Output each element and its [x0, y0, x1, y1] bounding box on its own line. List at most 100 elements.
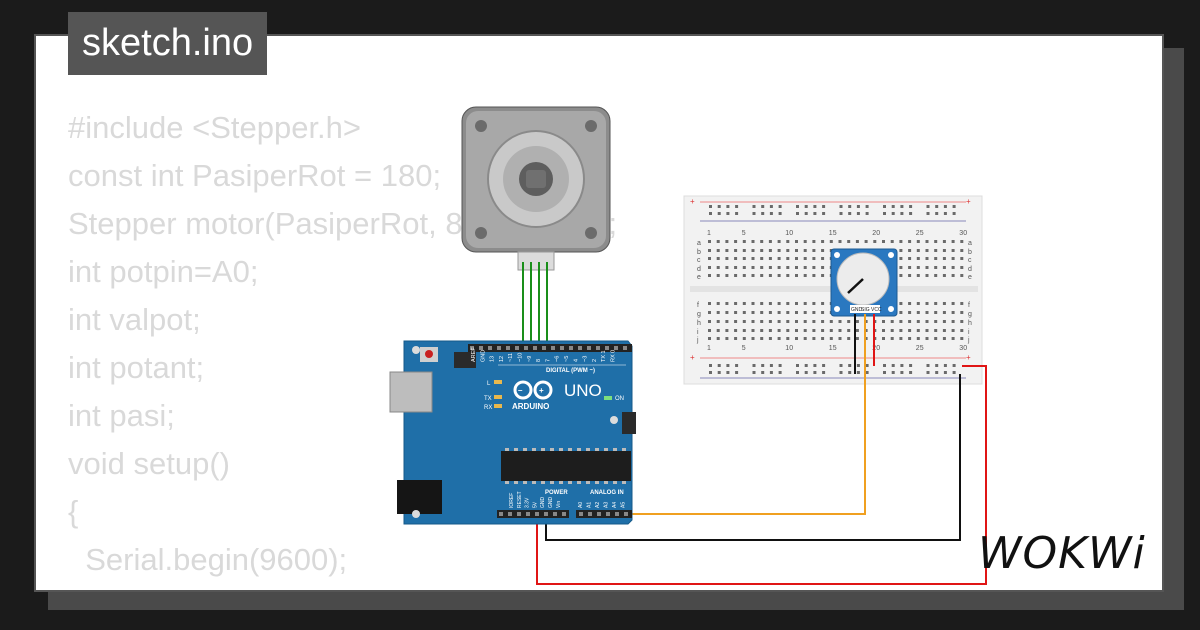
- analog-label: ANALOG IN: [590, 490, 624, 496]
- power-pin-label: 5V: [532, 501, 538, 508]
- breadboard-column-label: 15: [829, 230, 837, 237]
- breadboard-column-label: 1: [707, 230, 711, 237]
- breadboard-row-label: b: [697, 249, 701, 256]
- code-line: {: [68, 494, 79, 529]
- breadboard-row-label: i: [697, 329, 699, 336]
- breadboard-column-label: 30: [959, 230, 967, 237]
- led-l-label: L: [487, 381, 491, 387]
- analog-pin-label: A0: [578, 502, 584, 508]
- code-line: Serial.begin(9600);: [68, 542, 348, 577]
- stepper-motor[interactable]: [461, 106, 611, 271]
- pot-pin-label: GND: [851, 307, 863, 313]
- breadboard-column-label: 5: [742, 345, 746, 352]
- code-line: int valpot;: [68, 302, 201, 337]
- breadboard-row-label: h: [968, 320, 972, 327]
- arduino-model: UNO: [564, 381, 602, 400]
- breadboard-row-label: f: [968, 302, 970, 309]
- digital-pin-label: 2: [592, 359, 598, 362]
- breadboard-row-label: j: [967, 337, 970, 344]
- breadboard-row-label: g: [697, 311, 701, 318]
- wokwi-logo: WOKWi: [978, 528, 1146, 579]
- breadboard-column-label: 10: [785, 230, 793, 237]
- power-pin-label: GND: [548, 497, 554, 509]
- on-label: ON: [615, 396, 624, 402]
- digital-pin-label: RX 0: [611, 350, 617, 362]
- breadboard-row-label: g: [968, 311, 972, 318]
- breadboard-column-label: 25: [916, 345, 924, 352]
- led-rx-label: RX: [484, 405, 492, 411]
- breadboard-column-label: 20: [872, 345, 880, 352]
- breadboard-column-label: 1: [707, 345, 711, 352]
- breadboard-row-label: j: [696, 337, 699, 344]
- digital-pin-label: 8: [536, 359, 542, 362]
- breadboard-row-label: i: [968, 329, 970, 336]
- breadboard-row-label: h: [697, 320, 701, 327]
- breadboard-row-label: c: [968, 257, 972, 264]
- led-tx-label: TX: [484, 396, 492, 402]
- digital-header: DIGITAL (PWM ~): [546, 368, 595, 374]
- code-line: const int PasiperRot = 180;: [68, 158, 442, 193]
- power-pin-label: IOREF: [509, 493, 515, 508]
- power-pin-label: RESET: [517, 491, 523, 508]
- breadboard-row-label: d: [968, 266, 972, 273]
- breadboard-row-label: a: [697, 240, 701, 247]
- svg-text:+: +: [690, 197, 695, 206]
- digital-pin-label: ~3: [583, 356, 589, 362]
- breadboard-row-label: f: [697, 302, 699, 309]
- breadboard-row-label: e: [968, 274, 972, 281]
- breadboard-column-label: 5: [742, 230, 746, 237]
- digital-pin-label: 12: [499, 356, 505, 362]
- digital-pin-label: ~9: [527, 356, 533, 362]
- analog-pin-label: A1: [587, 502, 593, 508]
- digital-pin-label: 7: [545, 359, 551, 362]
- power-pin-label: Vin: [556, 501, 562, 508]
- analog-pin-label: A4: [612, 502, 618, 508]
- breadboard-column-label: 20: [872, 230, 880, 237]
- pot-pin-label: SIG: [861, 307, 870, 313]
- power-pin-label: 3.3V: [525, 497, 531, 508]
- power-label: POWER: [545, 490, 568, 496]
- digital-pin-label: 4: [573, 359, 579, 362]
- breadboard-row-label: b: [968, 249, 972, 256]
- power-pin-label: GND: [540, 497, 546, 509]
- arduino-logo-icon: [513, 380, 553, 400]
- digital-pin-label: TX 1: [601, 350, 607, 362]
- code-preview: #include <Stepper.h> const int PasiperRot…: [68, 104, 617, 590]
- digital-pin-label: 13: [490, 356, 496, 362]
- code-line: int pasi;: [68, 398, 175, 433]
- svg-text:+: +: [690, 353, 695, 362]
- breadboard-row-label: c: [697, 257, 701, 264]
- analog-pin-label: A5: [621, 502, 627, 508]
- code-line: int potpin=A0;: [68, 254, 259, 289]
- breadboard-row-label: e: [697, 274, 701, 281]
- file-title[interactable]: sketch.ino: [68, 12, 268, 75]
- breadboard-row-label: d: [697, 266, 701, 273]
- breadboard-row-label: a: [968, 240, 972, 247]
- code-line: #include <Stepper.h>: [68, 110, 362, 145]
- svg-text:–: –: [518, 386, 523, 395]
- pot-pin-label: VCC: [871, 307, 882, 313]
- digital-pin-label: GND: [480, 350, 486, 362]
- svg-text:+: +: [966, 353, 971, 362]
- digital-pin-label: AREF: [471, 347, 477, 362]
- svg-text:+: +: [539, 386, 544, 395]
- svg-text:+: +: [966, 197, 971, 206]
- digital-pin-label: ~6: [555, 356, 561, 362]
- arduino-brand: ARDUINO: [512, 402, 549, 411]
- analog-pin-label: A3: [604, 502, 610, 508]
- breadboard-column-label: 15: [829, 345, 837, 352]
- code-line: void setup(): [68, 446, 230, 481]
- motor-wires: [522, 262, 548, 352]
- digital-pin-label: ~10: [518, 353, 524, 362]
- code-line: int potant;: [68, 350, 205, 385]
- breadboard-column-label: 10: [785, 345, 793, 352]
- circuit-wires: [536, 314, 987, 585]
- breadboard-column-label: 25: [916, 230, 924, 237]
- breadboard-column-label: 30: [959, 345, 967, 352]
- analog-pin-label: A2: [595, 502, 601, 508]
- digital-pin-label: ~11: [508, 353, 514, 362]
- digital-pin-label: ~5: [564, 356, 570, 362]
